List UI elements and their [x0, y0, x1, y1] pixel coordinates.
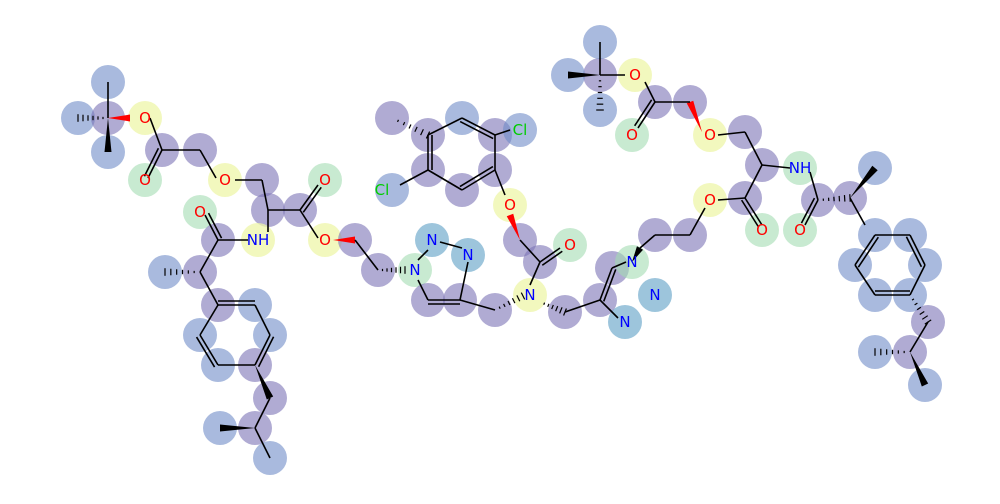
atom-highlight	[375, 101, 409, 135]
atom-label-o-left-ester-top: O	[139, 109, 151, 127]
atom-label-nh-right: NH	[789, 159, 812, 177]
atom-label-o-center-amide: O	[564, 236, 576, 254]
atom-label-o-right-ester-top: O	[629, 66, 641, 84]
atom-label-o-left-ether: O	[219, 171, 231, 189]
atom-label-cl-left: Cl	[375, 181, 390, 199]
atom-label-o-right-ester2-carbonyl: O	[756, 221, 768, 239]
atom-label-o-aryl-ether: O	[504, 196, 516, 214]
atom-label-nh-left: NH	[247, 231, 270, 249]
atom-label-n-center: N	[524, 286, 535, 304]
atom-label-n-triazole-right-3: N	[619, 313, 630, 331]
atom-label-n-triazole-right-1: N	[626, 253, 637, 271]
hash-bond	[548, 304, 549, 307]
atom-label-o-right-carbonyl-top: O	[626, 126, 638, 144]
atom-label-o-left-ester2-carbonyl: O	[319, 171, 331, 189]
atom-label-n-triazole-left-1: N	[409, 261, 420, 279]
atom-label-o-right-ester2: O	[704, 191, 716, 209]
atom-highlights	[61, 25, 945, 475]
atom-label-o-right-amide: O	[794, 221, 806, 239]
atom-label-n-triazole-left-2: N	[426, 231, 437, 249]
atom-label-o-left-carbonyl: O	[139, 171, 151, 189]
atom-label-o-right-ether: O	[704, 126, 716, 144]
atom-label-n-triazole-left-3: N	[462, 246, 473, 264]
atom-label-o-left-amide: O	[194, 203, 206, 221]
atom-label-o-left-ester2: O	[319, 231, 331, 249]
hash-bond	[544, 303, 545, 305]
hash-bond	[409, 125, 411, 129]
atom-label-cl-top: Cl	[513, 121, 528, 139]
atom-label-n-triazole-right-2: N	[649, 286, 660, 304]
